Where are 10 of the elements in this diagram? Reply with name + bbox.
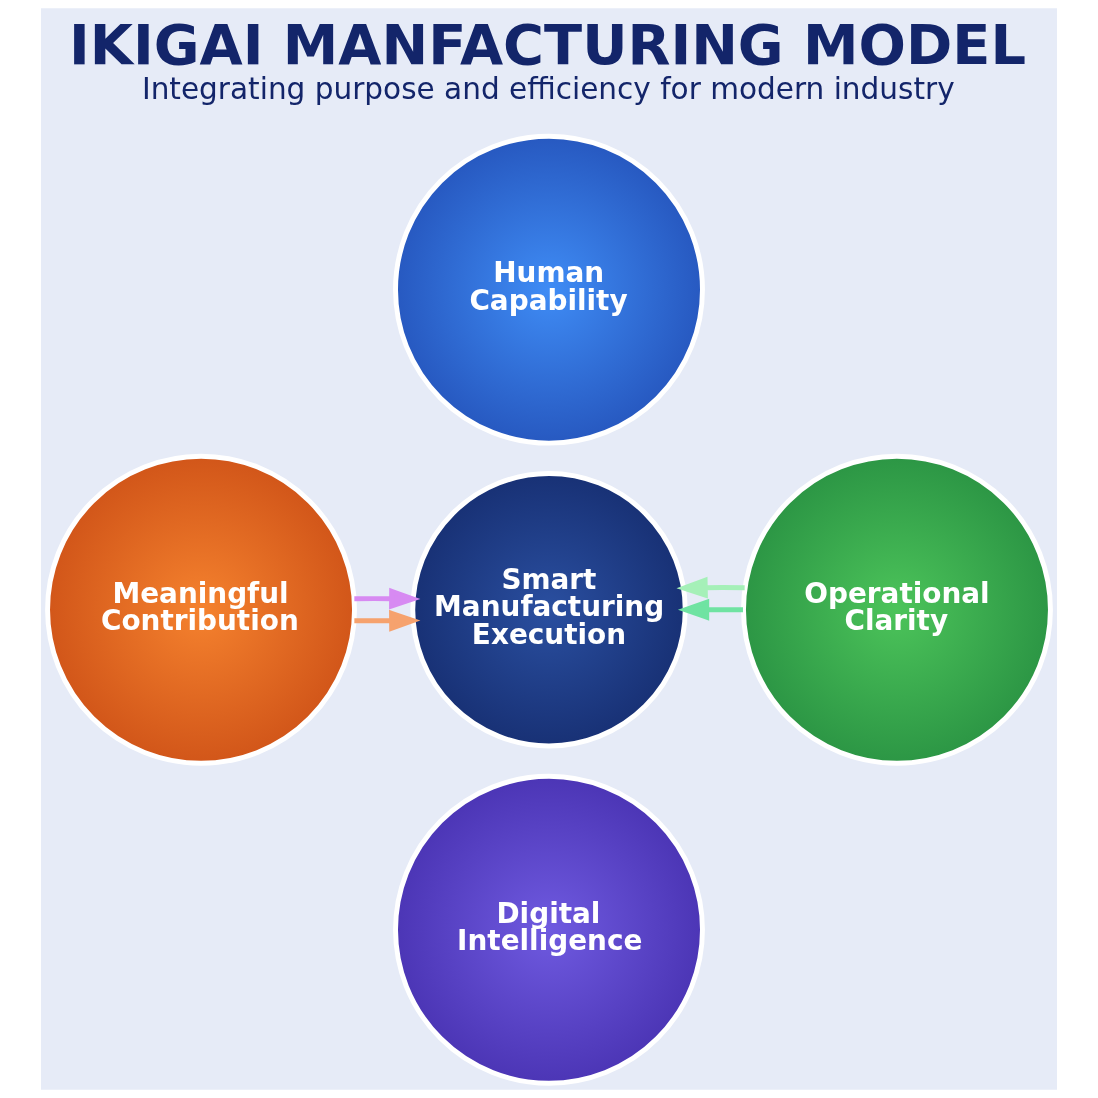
- arrow: [354, 609, 421, 632]
- node-circle: Digital Intelligence: [393, 773, 705, 1086]
- node-circle: Meaningful Contribution: [45, 453, 357, 766]
- node-circle: Human Capability: [393, 133, 705, 446]
- node-circle: Operational Clarity: [741, 453, 1053, 766]
- node-circle: Smart Manufacturing Execution: [410, 471, 688, 749]
- arrow: [677, 598, 743, 621]
- caption: Integrating purpose and efficiency for modern industry: [141, 72, 955, 107]
- arrow: [354, 587, 421, 610]
- arrow: [676, 576, 745, 599]
